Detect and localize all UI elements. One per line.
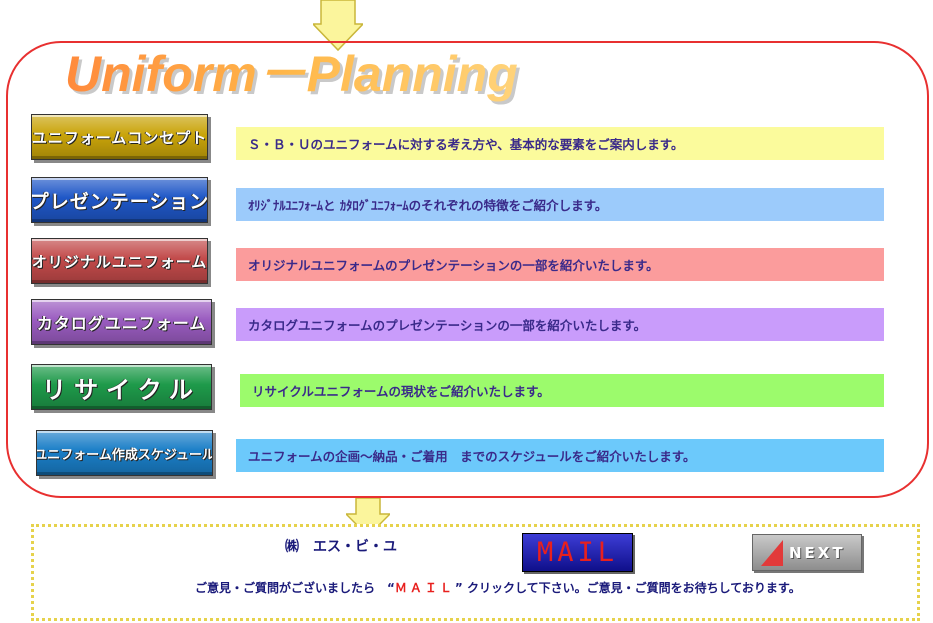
menu-button-original-uniform[interactable]: オリジナルユニフォーム	[31, 238, 208, 284]
menu-frame	[6, 41, 929, 498]
next-button-label: NEXT	[789, 543, 846, 562]
svg-text:Uniform－Planning: Uniform－Planning	[68, 49, 521, 105]
menu-button-presentation[interactable]: プレゼンテーション	[31, 177, 208, 223]
triangle-icon	[761, 539, 783, 566]
notice-before: ご意見・ご質問がございましたら “	[195, 581, 395, 595]
next-button[interactable]: NEXT	[752, 534, 862, 571]
menu-button-schedule[interactable]: ユニフォーム作成スケジュール	[36, 430, 213, 476]
menu-button-recycle[interactable]: リサイクル	[31, 364, 212, 410]
menu-desc-original-uniform: オリジナルユニフォームのプレゼンテーションの一部を紹介いたします。	[236, 248, 884, 281]
down-arrow-icon	[313, 0, 363, 52]
menu-button-catalog-uniform[interactable]: カタログユニフォーム	[31, 299, 212, 345]
mail-button[interactable]: MAIL	[522, 533, 633, 572]
notice-after: ” クリックして下さい。ご意見・ご質問をお待ちしております。	[454, 581, 801, 595]
menu-desc-catalog-uniform: カタログユニフォームのプレゼンテーションの一部を紹介いたします。	[236, 308, 884, 341]
menu-desc-schedule: ユニフォームの企画～納品・ご着用 までのスケジュールをご紹介いたします。	[236, 439, 884, 472]
menu-desc-concept: Ｓ・Ｂ・Ｕのユニフォームに対する考え方や、基本的な要素をご案内します。	[236, 127, 884, 160]
company-name: ㈱ エス・ビ・ユ	[285, 539, 397, 555]
mail-button-label: MAIL	[536, 537, 619, 568]
footer-box	[31, 524, 920, 621]
menu-button-concept[interactable]: ユニフォームコンセプト	[31, 114, 208, 160]
logo-text: Uniform－Planning	[65, 46, 518, 102]
uniform-planning-logo: Uniform－Planning Uniform－Planning	[65, 46, 521, 105]
menu-desc-recycle: リサイクルユニフォームの現状をご紹介いたします。	[240, 374, 884, 407]
notice-mail-link[interactable]: ＭＡＩＬ	[394, 581, 455, 595]
mail-notice: ご意見・ご質問がございましたら “ＭＡＩＬ” クリックして下さい。ご意見・ご質問…	[195, 579, 801, 596]
menu-desc-presentation: ｵﾘｼﾞﾅﾙﾕﾆﾌｫｰﾑと ｶﾀﾛｸﾞﾕﾆﾌｫｰﾑのそれぞれの特徴をご紹介します…	[236, 188, 884, 221]
